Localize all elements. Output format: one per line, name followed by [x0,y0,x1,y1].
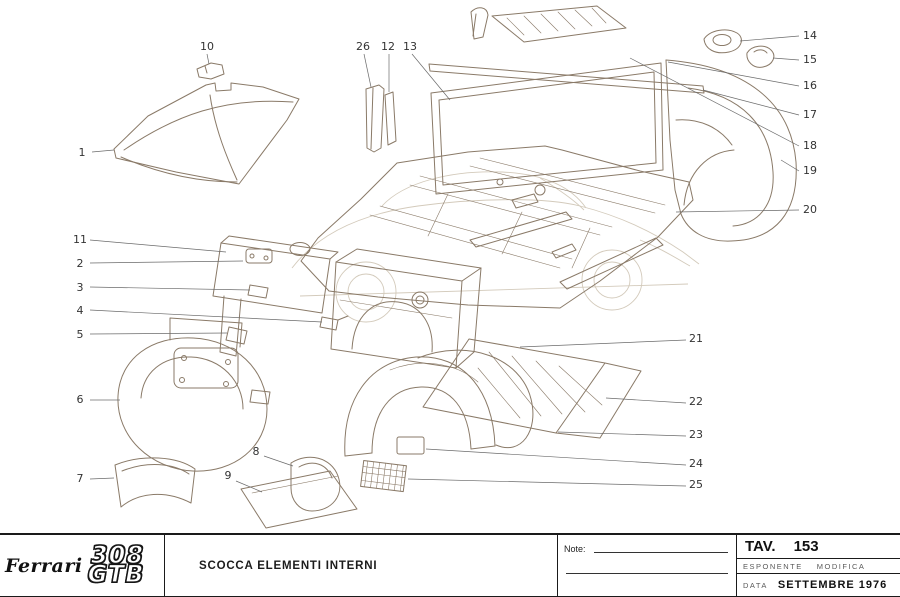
tav-row: TAV. 153 [737,535,900,559]
ferrari-logo: Ferrari 308 GTB [0,535,165,596]
callout-24: 24 [689,457,703,470]
leader-line-26 [363,53,372,88]
note-rule-line [594,552,728,553]
callout-17: 17 [803,108,817,121]
tav-label: TAV. [745,538,776,555]
callout-11: 11 [73,233,87,246]
leader-line-20 [675,209,800,213]
part-25-grille [360,460,407,493]
callout-21: 21 [689,332,703,345]
inner-wheel-arch-assembly [344,349,534,457]
part-17-window-channel-strip [428,63,705,94]
callout-19: 19 [803,164,817,177]
leader-line-2 [89,260,244,264]
callout-22: 22 [689,395,703,408]
callout-16: 16 [803,79,817,92]
leader-line-25 [407,478,687,487]
leader-line-5 [89,332,228,335]
leader-line-9 [235,480,263,493]
leader-line-19 [780,159,800,172]
part-26-pillar [365,84,397,153]
note-label: Note: [564,544,586,554]
callout-18: 18 [803,139,817,152]
leader-line-10 [206,53,210,65]
tav-number: 153 [793,538,819,555]
callout-2: 2 [77,257,84,270]
leader-line-24 [425,448,687,466]
model-gtb: GTB [84,559,147,588]
callout-8: 8 [253,445,260,458]
note-rule-line [566,573,728,574]
leader-line-23 [557,431,687,437]
callout-20: 20 [803,203,817,216]
part-14-bracket [703,29,742,54]
callout-10: 10 [200,40,214,53]
leader-line-13 [411,53,451,101]
part-6-wheelhouse [117,317,271,472]
callout-6: 6 [77,393,84,406]
data-row: DATA SETTEMBRE 1976 [737,574,900,596]
brand-script: Ferrari [5,554,83,577]
callout-9: 9 [225,469,232,482]
leader-line-17 [702,89,800,116]
callout-26: 26 [356,40,370,53]
part-10-bracket [196,62,225,80]
callout-4: 4 [77,304,84,317]
part-7-arc-piece [114,457,196,508]
leader-line-11 [89,239,227,253]
diagram-line-art [113,5,797,529]
esponente-row: ESPONENTE MODIFICA [737,559,900,574]
front-bulkhead-panel [212,235,349,357]
tav-cell: TAV. 153 ESPONENTE MODIFICA DATA SETTEMB… [737,535,900,596]
exploded-view-diagram: 1102612131415161718192011234567892122232… [73,5,817,529]
modifica-label: MODIFICA [816,561,866,571]
leader-line-1 [91,149,115,153]
data-label: DATA [743,580,768,590]
esponente-label: ESPONENTE [743,561,803,571]
callout-12: 12 [381,40,395,53]
leader-line-4 [89,309,323,323]
model-badge: 308 GTB [84,541,149,589]
callout-14: 14 [803,29,817,42]
callout-15: 15 [803,53,817,66]
leader-line-21 [519,339,687,348]
leader-line-16 [667,61,800,87]
data-value: SETTEMBRE 1976 [777,579,888,591]
callout-5: 5 [77,328,84,341]
leader-line-8 [263,455,294,467]
note-cell: Note: [558,535,737,596]
leader-line-3 [89,286,251,291]
part-9-sheet [240,470,358,529]
part-15-bracket [746,45,775,68]
ghost-car-outline [291,171,700,323]
flat-sheet-panels [422,338,642,439]
leader-line-14 [739,35,800,42]
floor-pan-platform [300,145,694,309]
callout-23: 23 [689,428,703,441]
drawing-title: SCOCCA ELEMENTI INTERNI [199,559,378,572]
leader-line-22 [605,397,687,404]
leader-line-18 [629,57,800,147]
callout-1: 1 [79,146,86,159]
part-1-panel [113,82,300,185]
callout-3: 3 [77,281,84,294]
leader-line-7 [89,477,115,480]
drawing-title-cell: SCOCCA ELEMENTI INTERNI [165,535,558,596]
callout-25: 25 [689,478,703,491]
part-19-quarter-panel-inner [665,59,797,242]
title-block: Ferrari 308 GTB SCOCCA ELEMENTI INTERNI … [0,533,900,597]
callout-13: 13 [403,40,417,53]
part-8-cone [290,456,341,512]
callout-7: 7 [77,472,84,485]
part-13-rear-bulkhead-panel [430,62,664,195]
top-shelf-panel [470,5,627,43]
leader-line-15 [772,57,800,61]
